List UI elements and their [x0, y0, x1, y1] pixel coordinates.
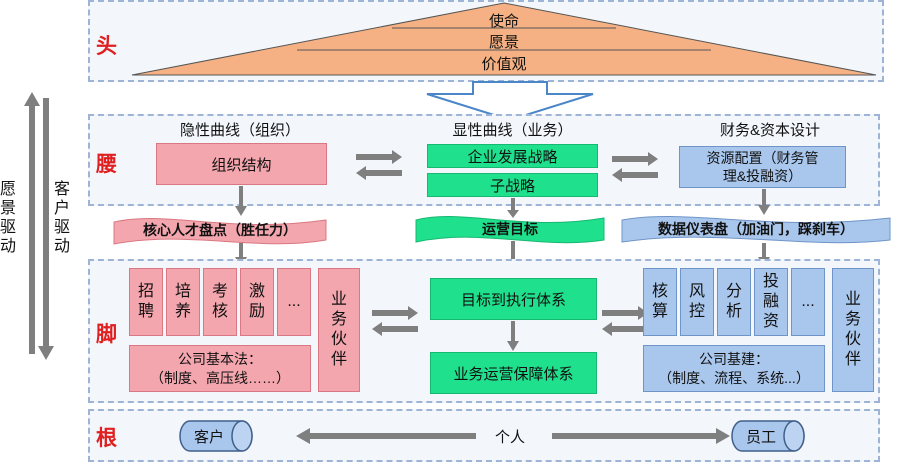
company-infra-line1: 公司基建： [699, 350, 769, 367]
talent-banner: 核心人才盘点（胜任力） [143, 222, 297, 238]
hr-incentive-box: 激励 [240, 268, 274, 336]
partner-left-box: 业务伙伴 [318, 268, 360, 392]
operation-target-banner: 运营目标 [482, 221, 538, 237]
waist-label: 腰 [96, 153, 117, 176]
fin-accounting-box: 核算 [643, 268, 677, 336]
hr-training-box: 培养 [166, 268, 200, 336]
finance-design-title: 财务&资本设计 [719, 121, 820, 139]
individual-label: 个人 [494, 428, 525, 446]
waist-arrows-left [356, 150, 402, 180]
company-law-box: 公司基本法： （制度、高压线……） [129, 345, 311, 392]
org-structure-box: 组织结构 [156, 143, 327, 185]
company-law-line2: （制度、高压线……） [150, 369, 290, 386]
dev-strategy-box: 企业发展战略 [427, 144, 598, 168]
head-label: 头 [96, 35, 117, 58]
strategy-down-arrow [507, 198, 519, 218]
hidden-curve-title: 隐性曲线（组织） [179, 121, 300, 139]
company-infra-box: 公司基建： （制度、流程、系统...） [643, 345, 825, 392]
hr-more-box: ... [277, 268, 311, 336]
foot-label: 脚 [96, 323, 117, 346]
foot-arrows-left [372, 306, 418, 336]
operation-banner-shape [415, 216, 605, 244]
exec-to-guarantee-arrow [507, 321, 519, 351]
values-pyramid [131, 2, 877, 76]
pyramid-vision: 愿景 [488, 33, 519, 51]
resource-line2: 理&投融资） [722, 168, 803, 184]
pyramid-mission: 使命 [488, 12, 519, 30]
vision-drive-label: 愿景驱动 [0, 181, 17, 255]
hr-recruit-box: 招聘 [129, 268, 163, 336]
root-arrow-right [552, 428, 730, 444]
customer-drive-label: 客户驱动 [54, 181, 71, 255]
resource-line1: 资源配置（财务管 [706, 150, 819, 166]
fin-risk-box: 风控 [680, 268, 714, 336]
explicit-curve-title: 显性曲线（业务） [452, 121, 573, 139]
root-label: 根 [96, 427, 117, 450]
root-arrow-left [296, 428, 476, 444]
employee-cylinder [731, 420, 805, 452]
customer-cylinder [179, 420, 253, 452]
resource-allocation-box: 资源配置（财务管 理&投融资） [679, 146, 846, 188]
partner-right-box: 业务伙伴 [832, 268, 874, 392]
vision-drive-arrow [24, 92, 40, 354]
customer-label: 客户 [193, 428, 224, 446]
company-infra-line2: （制度、流程、系统...） [658, 369, 810, 386]
dashboard-banner: 数据仪表盘（加油门，踩刹车） [658, 221, 854, 237]
resource-down-arrow [758, 189, 770, 215]
exec-system-box: 目标到执行体系 [430, 278, 597, 320]
sub-strategy-box: 子战略 [427, 173, 598, 197]
customer-drive-arrow [38, 98, 54, 360]
big-down-arrow [426, 81, 594, 122]
fin-investment-box: 投融资 [754, 268, 788, 336]
guarantee-system-box: 业务运营保障体系 [430, 352, 597, 394]
talent-banner-shape [113, 218, 327, 245]
employee-label: 员工 [745, 428, 776, 446]
fin-more-box: ... [791, 268, 825, 336]
org-down-arrow [235, 186, 247, 216]
waist-arrows-right [612, 152, 658, 182]
pyramid-values: 价值观 [481, 55, 527, 73]
hr-assessment-box: 考核 [203, 268, 237, 336]
fin-analysis-box: 分析 [717, 268, 751, 336]
dashboard-banner-shape [621, 216, 891, 244]
foot-arrows-right [602, 306, 648, 336]
company-law-line1: 公司基本法： [178, 350, 262, 367]
